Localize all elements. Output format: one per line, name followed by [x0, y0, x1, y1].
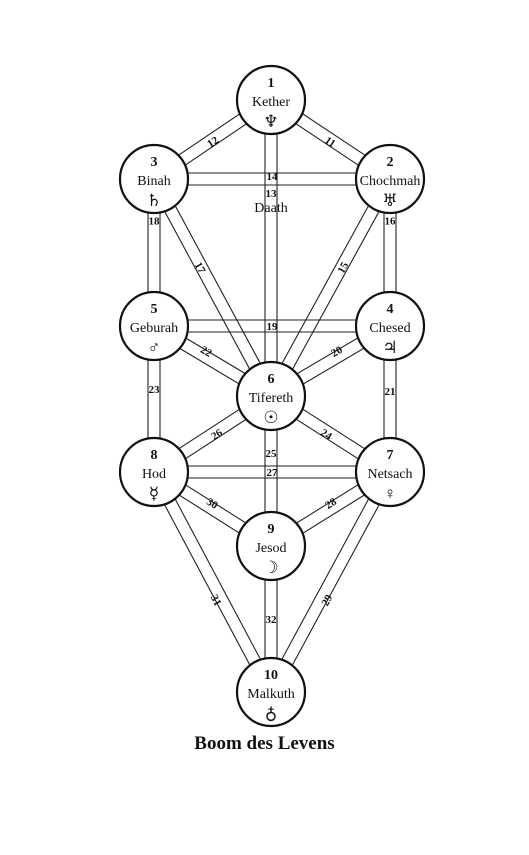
path-label-21: 21 [385, 386, 396, 398]
sephirah-circle [118, 436, 190, 508]
sephirah-name: Binah [137, 174, 170, 189]
earth-icon: ♁ [265, 704, 277, 723]
path-label-25: 25 [266, 448, 278, 460]
sephirah-name: Geburah [130, 321, 178, 336]
sephirah-circle [354, 290, 426, 362]
path-label-14: 14 [267, 171, 279, 183]
sephirah-number: 9 [268, 522, 275, 537]
sephirah-number: 3 [151, 155, 158, 170]
path-31-rail [148, 474, 267, 696]
path-19 [154, 319, 390, 333]
sephirah-circle [235, 360, 307, 432]
path-label-11: 11 [322, 134, 337, 150]
diagram-caption: Boom des Levens [194, 733, 335, 754]
path-15-rail [275, 181, 396, 400]
sephirah-number: 1 [268, 76, 275, 91]
path-13 [264, 100, 278, 396]
path-29-rail [265, 468, 386, 690]
path-label-24: 24 [318, 427, 334, 443]
path-31 [148, 468, 277, 696]
sephirah-name: Chochmah [360, 174, 421, 189]
path-label-18: 18 [149, 216, 161, 228]
sephirah-number: 2 [387, 155, 394, 170]
jupiter-icon: ♃ [382, 338, 397, 357]
path-17-rail [158, 175, 277, 394]
path-14 [154, 172, 390, 186]
path-29 [265, 468, 396, 696]
sephirah-number: 7 [387, 448, 394, 463]
sephirah-circle [235, 656, 307, 728]
sephirah-name: Chesed [369, 321, 410, 336]
path-label-32: 32 [266, 614, 278, 626]
sephirah-circle [354, 143, 426, 215]
sephirah-circle [118, 290, 190, 362]
mars-icon: ♂ [148, 338, 161, 357]
neptune-icon: ♆ [263, 112, 278, 131]
sephirah-circle [235, 510, 307, 582]
sun-icon: ☉ [263, 408, 278, 427]
path-label-20: 20 [329, 344, 345, 360]
path-label-12: 12 [205, 134, 221, 150]
sephirah-circle [235, 64, 307, 136]
sephirah-name: Jesod [255, 541, 286, 556]
sephirah-name: Hod [142, 467, 166, 482]
path-label-16: 16 [385, 216, 397, 228]
daath-label: Daath [254, 201, 287, 216]
uranus-icon: ♅ [382, 191, 397, 210]
path-label-23: 23 [149, 384, 161, 396]
moon-icon: ☽ [263, 558, 278, 577]
sephirah-name: Kether [252, 95, 290, 110]
path-31-rail [158, 468, 277, 690]
sephirah-number: 10 [264, 668, 278, 683]
path-15-rail [265, 175, 386, 394]
sephirah-number: 6 [268, 372, 275, 387]
venus-icon: ♀ [384, 484, 397, 503]
sephirah-number: 4 [387, 302, 394, 317]
path-label-27: 27 [267, 467, 279, 479]
saturn-icon: ♄ [146, 191, 161, 210]
path-label-26: 26 [209, 427, 225, 443]
sephirah-name: Tifereth [249, 391, 294, 406]
path-label-31: 31 [208, 593, 224, 608]
path-label-19: 19 [267, 321, 279, 333]
path-label-13: 13 [266, 188, 278, 200]
sephirah-circle [118, 143, 190, 215]
sephirah-name: Malkuth [247, 687, 294, 702]
sephirah-circle [354, 436, 426, 508]
sephirah-name: Netsach [367, 467, 412, 482]
path-17 [148, 175, 277, 400]
path-17-rail [148, 181, 267, 400]
path-label-29: 29 [319, 592, 335, 608]
sephirah-number: 5 [151, 302, 158, 317]
path-15 [265, 175, 396, 400]
sephirah-number: 8 [151, 448, 158, 463]
mercury-icon: ☿ [149, 484, 159, 503]
path-29-rail [275, 474, 396, 696]
path-27 [154, 465, 390, 479]
